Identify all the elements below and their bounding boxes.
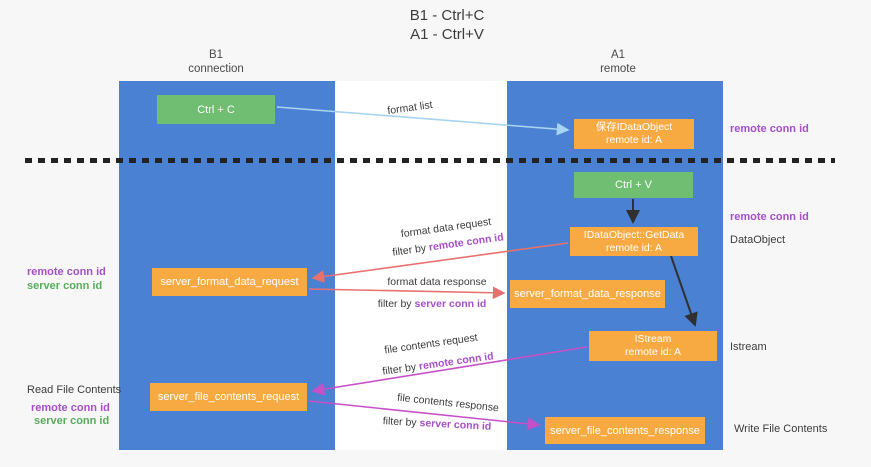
server-format-data-request-box: server_format_data_request [152,268,307,296]
save-idataobject-line2: remote id: A [605,134,663,146]
idataobject-getdata-box: IDataObject::GetData remote id: A [570,227,698,256]
server-file-contents-response-label: server_file_contents_response [550,424,700,437]
server-file-contents-request-box: server_file_contents_request [150,383,307,411]
istream-line2: remote id: A [624,346,682,358]
save-idataobject-line1: 保存IDataObject [595,121,673,133]
format-data-response-label: format data response [387,276,487,288]
filter-by-text: filter by [377,298,412,310]
server-format-data-response-box: server_format_data_response [510,280,665,308]
ctrl-c-label: Ctrl + C [197,103,235,116]
diagram-title: B1 - Ctrl+C A1 - Ctrl+V [297,6,597,44]
istream-box: IStream remote id: A [589,331,717,361]
title-line-1: B1 - Ctrl+C [409,7,485,24]
lifeline-b1-name: B1 [208,49,224,61]
left-remote-conn-id-label-2: remote conn id [31,402,110,414]
lifeline-a1-name: A1 [610,49,626,61]
save-idataobject-box: 保存IDataObject remote id: A [574,119,694,149]
istream-side-label: Istream [730,341,767,353]
ctrl-c-box: Ctrl + C [157,95,275,124]
istream-line1: IStream [634,333,672,345]
server-file-contents-request-label: server_file_contents_request [157,391,300,403]
dataobject-label: DataObject [730,234,786,246]
right-remote-conn-id-label-1: remote conn id [730,123,809,135]
left-remote-conn-id-label-1: remote conn id [27,266,106,278]
ctrl-v-box: Ctrl + V [574,172,693,198]
title-line-2: A1 - Ctrl+V [410,26,484,43]
getdata-line2: remote id: A [605,241,663,254]
left-server-conn-id-label-2: server conn id [34,415,110,427]
lifeline-header-a1: A1 remote [548,48,688,76]
lifeline-header-b1: B1 connection [146,48,286,76]
write-file-contents-label: Write File Contents [734,423,828,435]
session-divider-dashed-line [25,158,835,163]
lifeline-a1-role: remote [600,63,636,75]
lifeline-b1-role: connection [188,63,244,75]
filter-by-text: filter by [382,415,417,429]
server-conn-id-text: server conn id [414,298,487,310]
left-server-conn-id-label-1: server conn id [27,280,103,292]
right-remote-conn-id-label-2: remote conn id [730,211,809,223]
server-format-data-response-label: server_format_data_response [514,288,661,300]
ctrl-v-label: Ctrl + V [615,179,652,191]
server-format-data-request-label: server_format_data_request [160,276,299,288]
server-file-contents-response-box: server_file_contents_response [545,417,705,444]
read-file-contents-label: Read File Contents [27,384,122,396]
getdata-line1: IDataObject::GetData [583,228,685,241]
